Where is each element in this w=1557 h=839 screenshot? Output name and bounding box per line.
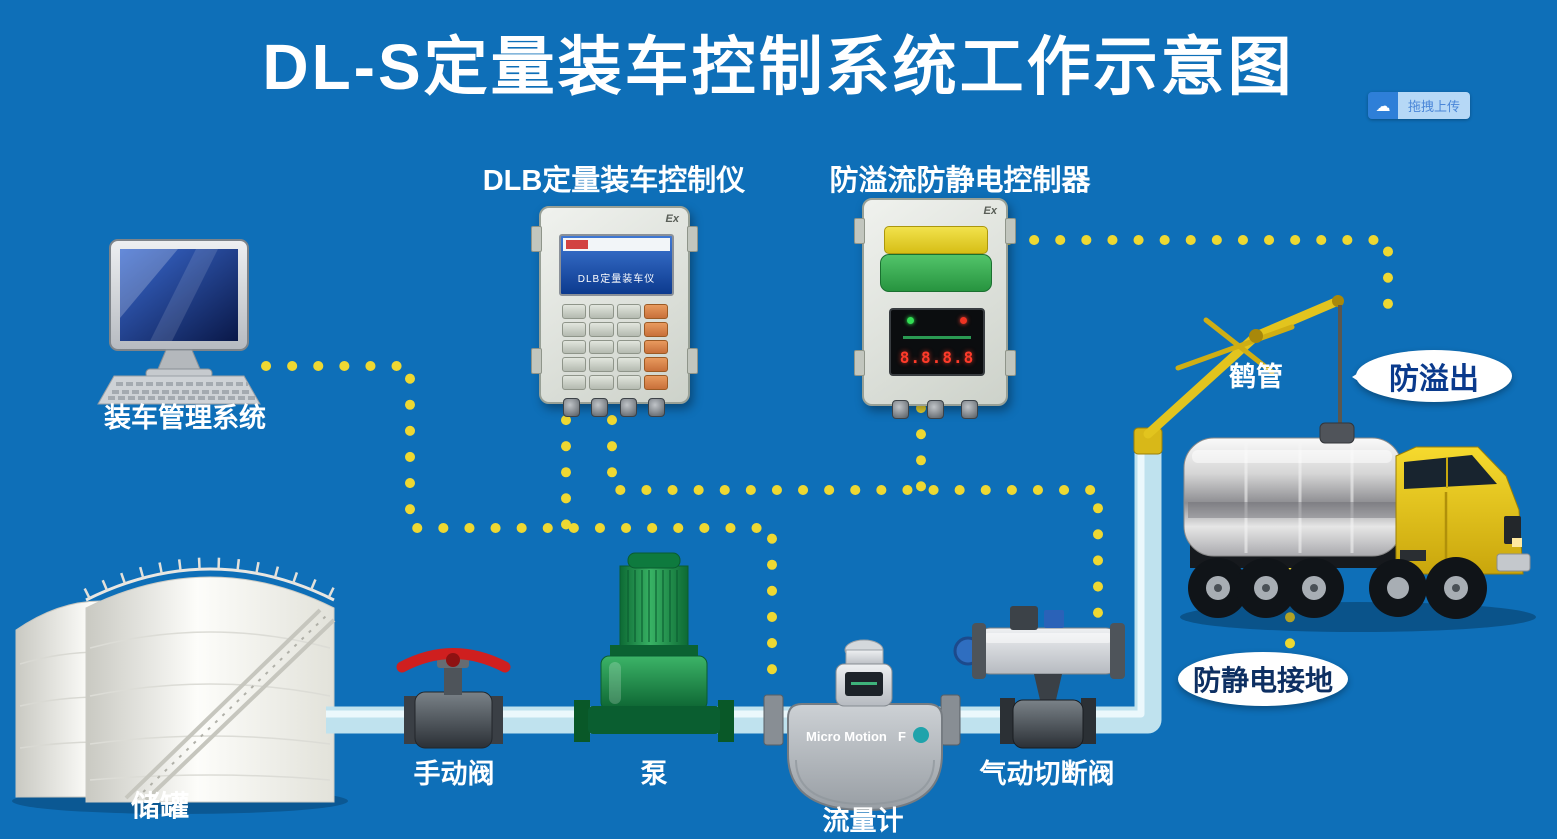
mount-ear xyxy=(687,348,698,374)
dlb-screen-text: DLB定量装车仪 xyxy=(577,274,656,285)
label-manual-valve: 手动阀 xyxy=(413,759,495,789)
controller-display-panel: 8.8.8.8 xyxy=(889,308,985,376)
dlb-key xyxy=(562,375,587,390)
dlb-key xyxy=(616,375,641,390)
dlb-key xyxy=(643,304,668,319)
dlb-keypad xyxy=(562,304,668,390)
power-indicator xyxy=(907,317,914,324)
diagram-title: DL-S定量装车控制系统工作示意图 xyxy=(262,31,1295,103)
dlb-key xyxy=(562,357,587,373)
dlb-screen: DLB定量装车仪 xyxy=(559,234,674,296)
mount-ear xyxy=(854,218,865,244)
drag-upload-badge[interactable]: ☁ 拖拽上传 xyxy=(1368,92,1471,119)
alarm-indicator xyxy=(960,317,967,324)
cable-glands xyxy=(563,398,665,417)
cable-gland xyxy=(961,400,978,419)
signal-line-dlb-valve xyxy=(607,415,1103,625)
mount-ear xyxy=(854,350,865,376)
cable-gland xyxy=(892,400,909,419)
loading-arm-illustration xyxy=(1133,295,1344,455)
mount-ear xyxy=(531,226,542,252)
label-pneumatic-valve: 气动切断阀 xyxy=(979,759,1115,789)
clamp-yellow-block xyxy=(884,226,988,254)
dlb-key xyxy=(562,304,587,319)
callout-antistatic-grounding: 防静电接地 xyxy=(1178,652,1348,706)
mount-ear xyxy=(1005,350,1016,376)
mount-ear xyxy=(1005,218,1016,244)
dlb-key xyxy=(643,321,668,337)
label-pump: 泵 xyxy=(640,759,668,789)
tank-truck-illustration xyxy=(1180,422,1536,632)
label-overflow-controller: 防溢流防静电控制器 xyxy=(829,165,1091,197)
cable-gland xyxy=(647,398,665,417)
storage-tanks-illustration xyxy=(12,557,348,814)
dlb-controller-device: Ex DLB定量装车仪 xyxy=(531,206,698,417)
cable-gland xyxy=(563,398,580,417)
pump-illustration xyxy=(574,552,734,742)
display-status-bar xyxy=(903,336,971,339)
cable-glands xyxy=(892,400,978,419)
label-storage-tank: 储罐 xyxy=(130,791,189,823)
dlb-key xyxy=(589,339,614,355)
dlb-key xyxy=(643,357,668,373)
cloud-upload-icon: ☁ xyxy=(1368,92,1398,119)
dlb-key xyxy=(589,357,614,373)
dlb-key xyxy=(616,321,641,337)
dlb-key xyxy=(589,375,614,390)
cable-gland xyxy=(619,398,637,417)
signal-lines xyxy=(261,235,1393,697)
signal-line-ofc-arm xyxy=(1003,235,1393,311)
computer-illustration xyxy=(97,239,261,405)
label-flow-meter: 流量计 xyxy=(822,806,904,836)
controller-digits: 8.8.8.8 xyxy=(899,348,975,367)
dlb-key xyxy=(616,357,641,373)
label-dlb-controller: DLB定量装车控制仪 xyxy=(482,165,746,197)
dlb-logo-band xyxy=(563,238,670,251)
callout-overflow-prevention: 防溢出 xyxy=(1352,350,1512,402)
label-loading-management-system: 装车管理系统 xyxy=(104,403,266,433)
clamp-green-block xyxy=(880,254,992,292)
cable-gland xyxy=(926,400,944,419)
dlb-key xyxy=(616,339,641,355)
upload-badge-label: 拖拽上传 xyxy=(1398,92,1471,119)
dlb-key xyxy=(643,375,668,390)
flow-meter-illustration: Micro Motion F xyxy=(763,639,961,812)
dlb-key xyxy=(589,304,614,319)
dlb-key xyxy=(562,339,587,355)
dlb-key xyxy=(643,339,668,355)
manual-valve-illustration xyxy=(396,648,511,749)
ex-mark: Ex xyxy=(983,205,997,217)
dlb-key xyxy=(562,321,587,337)
flow-meter-brand: Micro Motion xyxy=(806,729,887,744)
mount-ear xyxy=(531,348,542,374)
cable-gland xyxy=(591,398,609,417)
flow-meter-model: F xyxy=(898,729,906,744)
overflow-controller-device: Ex 8.8.8.8 xyxy=(854,198,1016,419)
ex-mark: Ex xyxy=(665,213,679,225)
dlb-key xyxy=(589,321,614,337)
pneumatic-valve-illustration xyxy=(953,606,1125,749)
signal-line-computer-dlb xyxy=(261,361,777,697)
dlb-key xyxy=(616,304,641,319)
mount-ear xyxy=(687,226,698,252)
label-loading-arm: 鹤管 xyxy=(1229,362,1283,392)
